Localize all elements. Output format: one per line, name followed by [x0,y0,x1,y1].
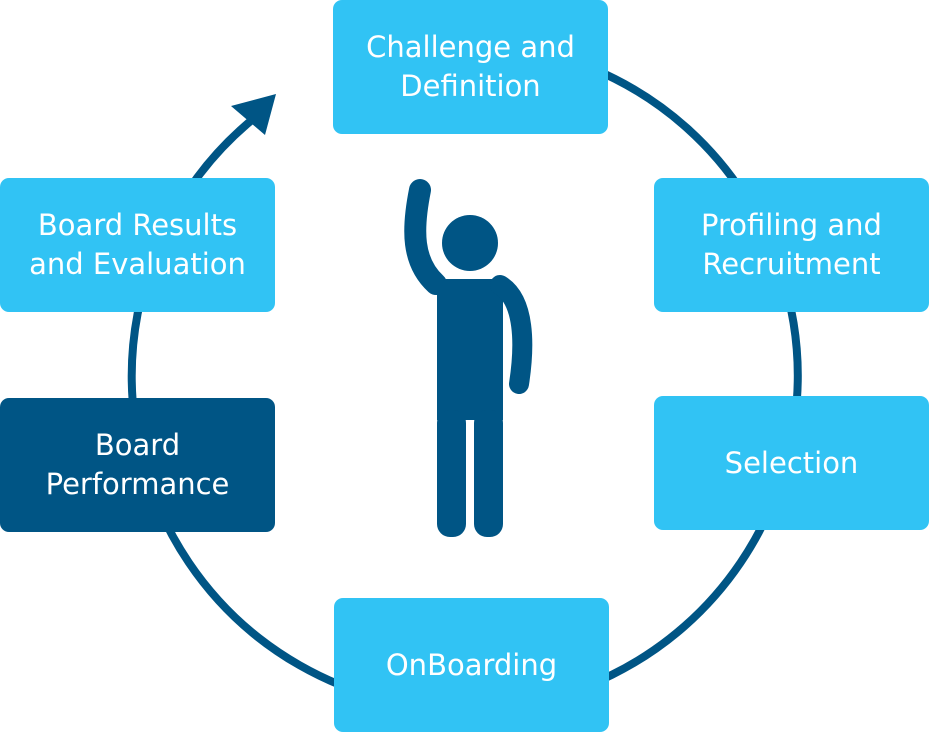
step-board-results-evaluation: Board Results and Evaluation [0,178,275,312]
step-label: Profiling and Recruitment [701,208,882,281]
person-raising-hand-icon [404,179,533,537]
step-label: Challenge and Definition [366,30,575,103]
step-label: OnBoarding [385,647,558,682]
cycle-arrow-icon [231,94,276,135]
step-label: Selection [724,445,859,480]
step-selection: Selection [654,396,929,530]
cycle-ring [127,39,802,714]
step-challenge-definition: Challenge and Definition [333,0,608,134]
step-profiling-recruitment: Profiling and Recruitment [654,178,929,312]
step-onboarding: OnBoarding [334,598,609,732]
step-label: Board Results and Evaluation [29,208,246,281]
step-board-performance: Board Performance [0,398,275,532]
step-label: Board Performance [45,428,230,501]
